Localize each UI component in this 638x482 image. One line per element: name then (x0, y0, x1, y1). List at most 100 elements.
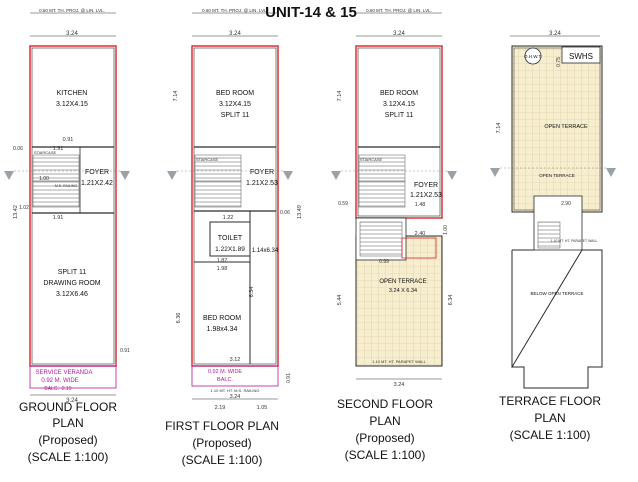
first-balc-width: 0.92 M. WIDE (208, 369, 243, 375)
second-dim-240: 2.40 (415, 231, 426, 237)
ground-veranda-name: SERVICE VERANDA (36, 370, 93, 376)
terrace-width-top: 3.24 (549, 31, 561, 37)
ground-foyer-size: 1.21X2.42 (81, 180, 113, 187)
second-floor-plan: 0.60 MT. TH. PROJ. @ LIN. LVL. 3.24 BED … (331, 8, 457, 462)
first-toilet-size: 1.22X1.89 (215, 246, 245, 253)
terrace-section-marker-left (490, 168, 500, 177)
second-foyer-name: FOYER (414, 182, 438, 189)
terrace-swhs-label: SWHS (569, 52, 593, 61)
first-bed2-name: BED ROOM (203, 315, 241, 322)
first-dim-198: 1.98 (217, 266, 228, 272)
ground-dim-102: 1.02 (19, 205, 29, 211)
sheet-title: UNIT-14 & 15 (265, 4, 357, 21)
terrace-dim-290: 2.90 (561, 201, 571, 207)
terrace-ohwt-label: O.H.W.T. (524, 54, 542, 59)
second-caption-2: PLAN (369, 414, 400, 428)
second-dim-714: 7.14 (337, 91, 343, 102)
first-foyer-size: 1.21X2.53 (246, 180, 278, 187)
first-road-note: 0.60 MT. TH. PROJ. @ LIN. LVL. (202, 8, 268, 13)
second-caption-3: (Proposed) (355, 431, 414, 445)
first-dim-219: 2.19 (215, 405, 226, 411)
first-dim-187: 1.87 (217, 258, 228, 264)
ground-veranda-size: 0.92 M. WIDE (41, 378, 78, 384)
first-staircase-label: STAIRCASE (196, 157, 219, 162)
second-dim-324-bottom: 3.24 (394, 382, 405, 388)
second-dim-148: 1.48 (415, 202, 426, 208)
first-bed2-size: 1.98x4.34 (207, 326, 238, 333)
second-section-marker-right (447, 171, 457, 180)
ground-section-marker-left (4, 171, 14, 180)
second-terrace-size: 3.24 X 6.34 (389, 288, 417, 294)
first-width-top: 3.24 (229, 31, 241, 37)
second-road-note: 0.60 MT. TH. PROJ. @ LIN. LVL. (366, 8, 432, 13)
first-dim-122: 1.22 (223, 215, 234, 221)
ground-section-marker-right (120, 171, 130, 180)
terrace-ohwt-tank (524, 47, 542, 65)
second-dim-059: 0.59 (338, 201, 348, 207)
first-railing-label: 1.10 MT. HT. M.S. RAILING (211, 388, 260, 393)
first-dim-636: 6.36 (176, 313, 182, 324)
first-floor-plan: 0.60 MT. TH. PROJ. @ LIN. LVL. 3.24 BED … (165, 8, 303, 467)
terrace-open-label-1: OPEN TERRACE (544, 124, 588, 130)
first-caption-2: (Proposed) (192, 436, 251, 450)
terrace-floor-plan: 3.24 O.H.W.T. SWHS 0.75 OPEN TERRACE OPE… (490, 31, 616, 442)
second-dim-634: 6.34 (448, 295, 454, 306)
first-dim-312: 3.12 (230, 357, 241, 363)
first-bed1-name: BED ROOM (216, 90, 254, 97)
first-dim-091: 0.91 (286, 373, 292, 383)
first-dim-634: 6.34 (249, 287, 255, 298)
ground-balc-label: BALC.2.19 (44, 386, 71, 392)
ground-dim-091: 0.91 (63, 137, 74, 143)
ground-dim-1342: 13.42 (13, 205, 19, 219)
first-dim-1349: 13.49 (297, 205, 303, 219)
ground-drawing-size: 3.12X6.46 (56, 291, 88, 298)
terrace-dim-075: 0.75 (556, 57, 562, 67)
first-bed1-split: SPLIT 11 (221, 112, 250, 119)
first-foyer-name: FOYER (250, 169, 274, 176)
terrace-below-label: BELOW OPEN TERRACE (531, 291, 584, 296)
ground-staircase-label: STAIRCASE (34, 150, 57, 155)
second-bed-size: 3.12X4.15 (383, 101, 415, 108)
second-bed-name: BED ROOM (380, 90, 418, 97)
first-section-marker-right (283, 171, 293, 180)
first-dim-714: 7.14 (173, 91, 179, 102)
ground-caption-2: PLAN (52, 416, 83, 430)
first-balc-label: BALC. (217, 377, 233, 383)
second-dim-099: 0.99 (379, 259, 389, 265)
second-terrace-name: OPEN TERRACE (379, 279, 426, 285)
second-foyer-size: 1.21X2.53 (410, 192, 442, 199)
terrace-caption-1: TERRACE FLOOR (499, 394, 601, 408)
terrace-swhs-box (561, 46, 601, 64)
ground-road-note: 0.60 MT. TH. PROJ. @ LIN. LVL. (39, 8, 105, 13)
terrace-section-marker-right (606, 168, 616, 177)
first-dim-006: 0.06 (280, 210, 290, 216)
ground-dim-324-bottom: 3.24 (66, 398, 78, 404)
ground-dim-100: 1.00 (39, 176, 49, 182)
first-section-marker-left (167, 171, 177, 180)
ground-drawing-name: DRAWING ROOM (43, 280, 100, 287)
second-dim-100: 1.00 (443, 225, 449, 235)
ground-foyer-name: FOYER (85, 169, 109, 176)
ground-floor-plan: 0.60 MT. TH. PROJ. @ LIN. LVL. 3.24 KITC… (4, 8, 130, 464)
ground-drawing-split: SPLIT 11 (58, 269, 87, 276)
first-dim-105: 1.05 (257, 405, 268, 411)
ground-dim-191b: 1.91 (53, 215, 64, 221)
first-toilet-name: TOILET (218, 235, 243, 242)
ground-railing-label: M.S. RAILING (55, 184, 77, 188)
ground-kitchen-name: KITCHEN (57, 90, 88, 97)
ground-drop-dim: 0.91 (120, 348, 130, 354)
ground-kitchen-size: 3.12X4.15 (56, 101, 88, 108)
first-caption-3: (SCALE 1:100) (182, 453, 263, 467)
second-caption-4: (SCALE 1:100) (345, 448, 426, 462)
ground-caption-1: GROUND FLOOR (19, 400, 117, 414)
terrace-caption-3: (SCALE 1:100) (510, 428, 591, 442)
terrace-parapet-label: 1.10 MT. HT. PARAPET WALL (550, 239, 597, 243)
first-passage-size: 1.14x6.34 (252, 248, 279, 254)
second-parapet-label: 1.10 MT. HT. PARAPET WALL (372, 359, 426, 364)
second-section-marker-left (331, 171, 341, 180)
second-stair-landing (359, 221, 403, 257)
ground-width-top: 3.24 (66, 31, 78, 37)
second-staircase-label: STAIRCASE (360, 157, 383, 162)
first-bed1-size: 3.12X4.15 (219, 101, 251, 108)
